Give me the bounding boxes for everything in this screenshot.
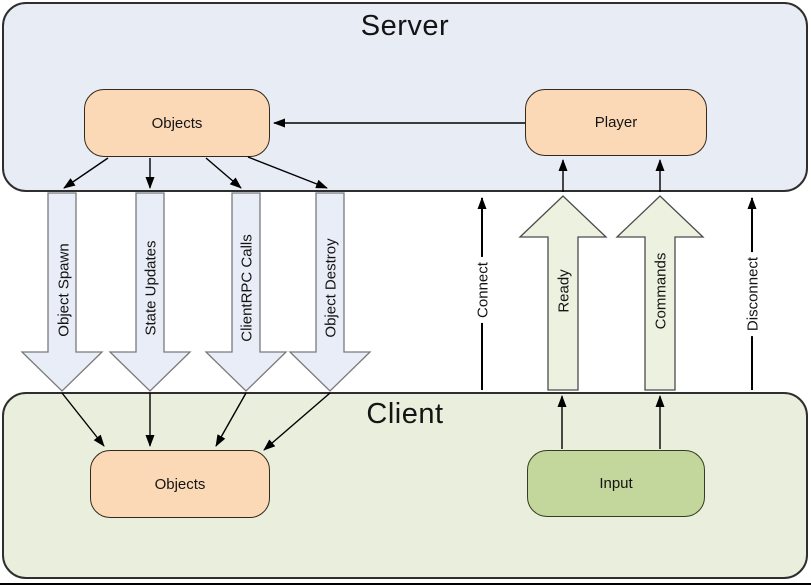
image-bottom-border xyxy=(0,583,811,585)
client-title: Client xyxy=(366,398,444,430)
client-objects-label: Objects xyxy=(154,475,206,493)
ready-flow-label: Ready xyxy=(555,269,573,313)
connect-flow-label: Connect xyxy=(473,257,493,323)
server-objects-label: Objects xyxy=(151,114,203,132)
server-title: Server xyxy=(360,10,450,42)
server-objects-node: Objects xyxy=(84,89,270,157)
server-player-label: Player xyxy=(594,114,638,131)
object-spawn-flow-label: Object Spawn xyxy=(55,243,73,337)
client-input-label: Input xyxy=(599,475,633,492)
commands-flow-label: Commands xyxy=(652,252,670,330)
client-objects-node: Objects xyxy=(90,450,270,518)
client-input-node: Input xyxy=(527,450,705,517)
clientrpc-calls-flow-label: ClientRPC Calls xyxy=(238,234,256,342)
state-updates-flow-label: State Updates xyxy=(142,240,160,336)
disconnect-flow-label: Disconnect xyxy=(743,251,763,337)
server-player-node: Player xyxy=(525,89,707,156)
object-destroy-flow-label: Object Destroy xyxy=(322,238,340,338)
